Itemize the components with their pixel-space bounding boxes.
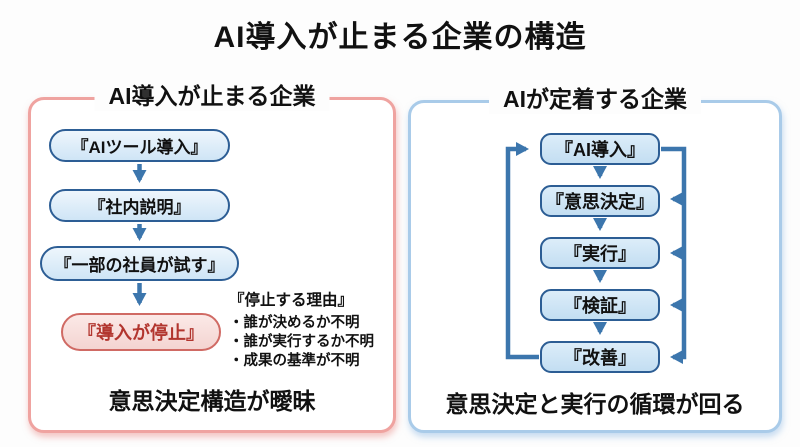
step-ai-tool-intro: 『AIツール導入』 — [49, 129, 230, 162]
stalled-company-panel: AI導入が止まる企業 『AIツール導入』 『社内説明』 『一部の社員が試す』 『… — [28, 83, 396, 433]
left-panel-header: AI導入が止まる企業 — [94, 83, 330, 111]
left-panel-caption: 意思決定構造が曖昧 — [108, 388, 316, 414]
cycle-step-verification: 『検証』 — [540, 289, 660, 321]
cycle-step-execution: 『実行』 — [540, 237, 660, 269]
cycle-step-ai-intro: 『AI導入』 — [540, 133, 660, 165]
right-panel-caption: 意思決定と実行の循環が回る — [445, 391, 745, 417]
step-adoption-stops: 『導入が停止』 — [61, 313, 221, 351]
stop-reason-item: ・誰が実行するか不明 — [229, 333, 374, 350]
right-panel-header: AIが定着する企業 — [489, 86, 701, 114]
step-some-employees-try: 『一部の社員が試す』 — [40, 246, 239, 281]
established-company-panel: AIが定着する企業 『AI導入』 『意思決定』 『実行』 『検証』 『改善』 意… — [408, 86, 782, 433]
stop-reasons-note: 『停止する理由』 ・誰が決めるか不明 ・誰が実行するか不明 ・成果の基準が不明 — [229, 292, 393, 371]
page-title: AI導入が止まる企業の構造 — [213, 21, 587, 54]
stop-reason-item: ・成果の基準が不明 — [229, 353, 360, 370]
stop-reason-item: ・誰が決めるか不明 — [229, 314, 360, 331]
cycle-step-decision: 『意思決定』 — [540, 185, 660, 217]
step-internal-briefing: 『社内説明』 — [49, 189, 230, 222]
stop-reasons-title: 『停止する理由』 — [229, 292, 354, 309]
cycle-step-improvement: 『改善』 — [540, 341, 660, 373]
